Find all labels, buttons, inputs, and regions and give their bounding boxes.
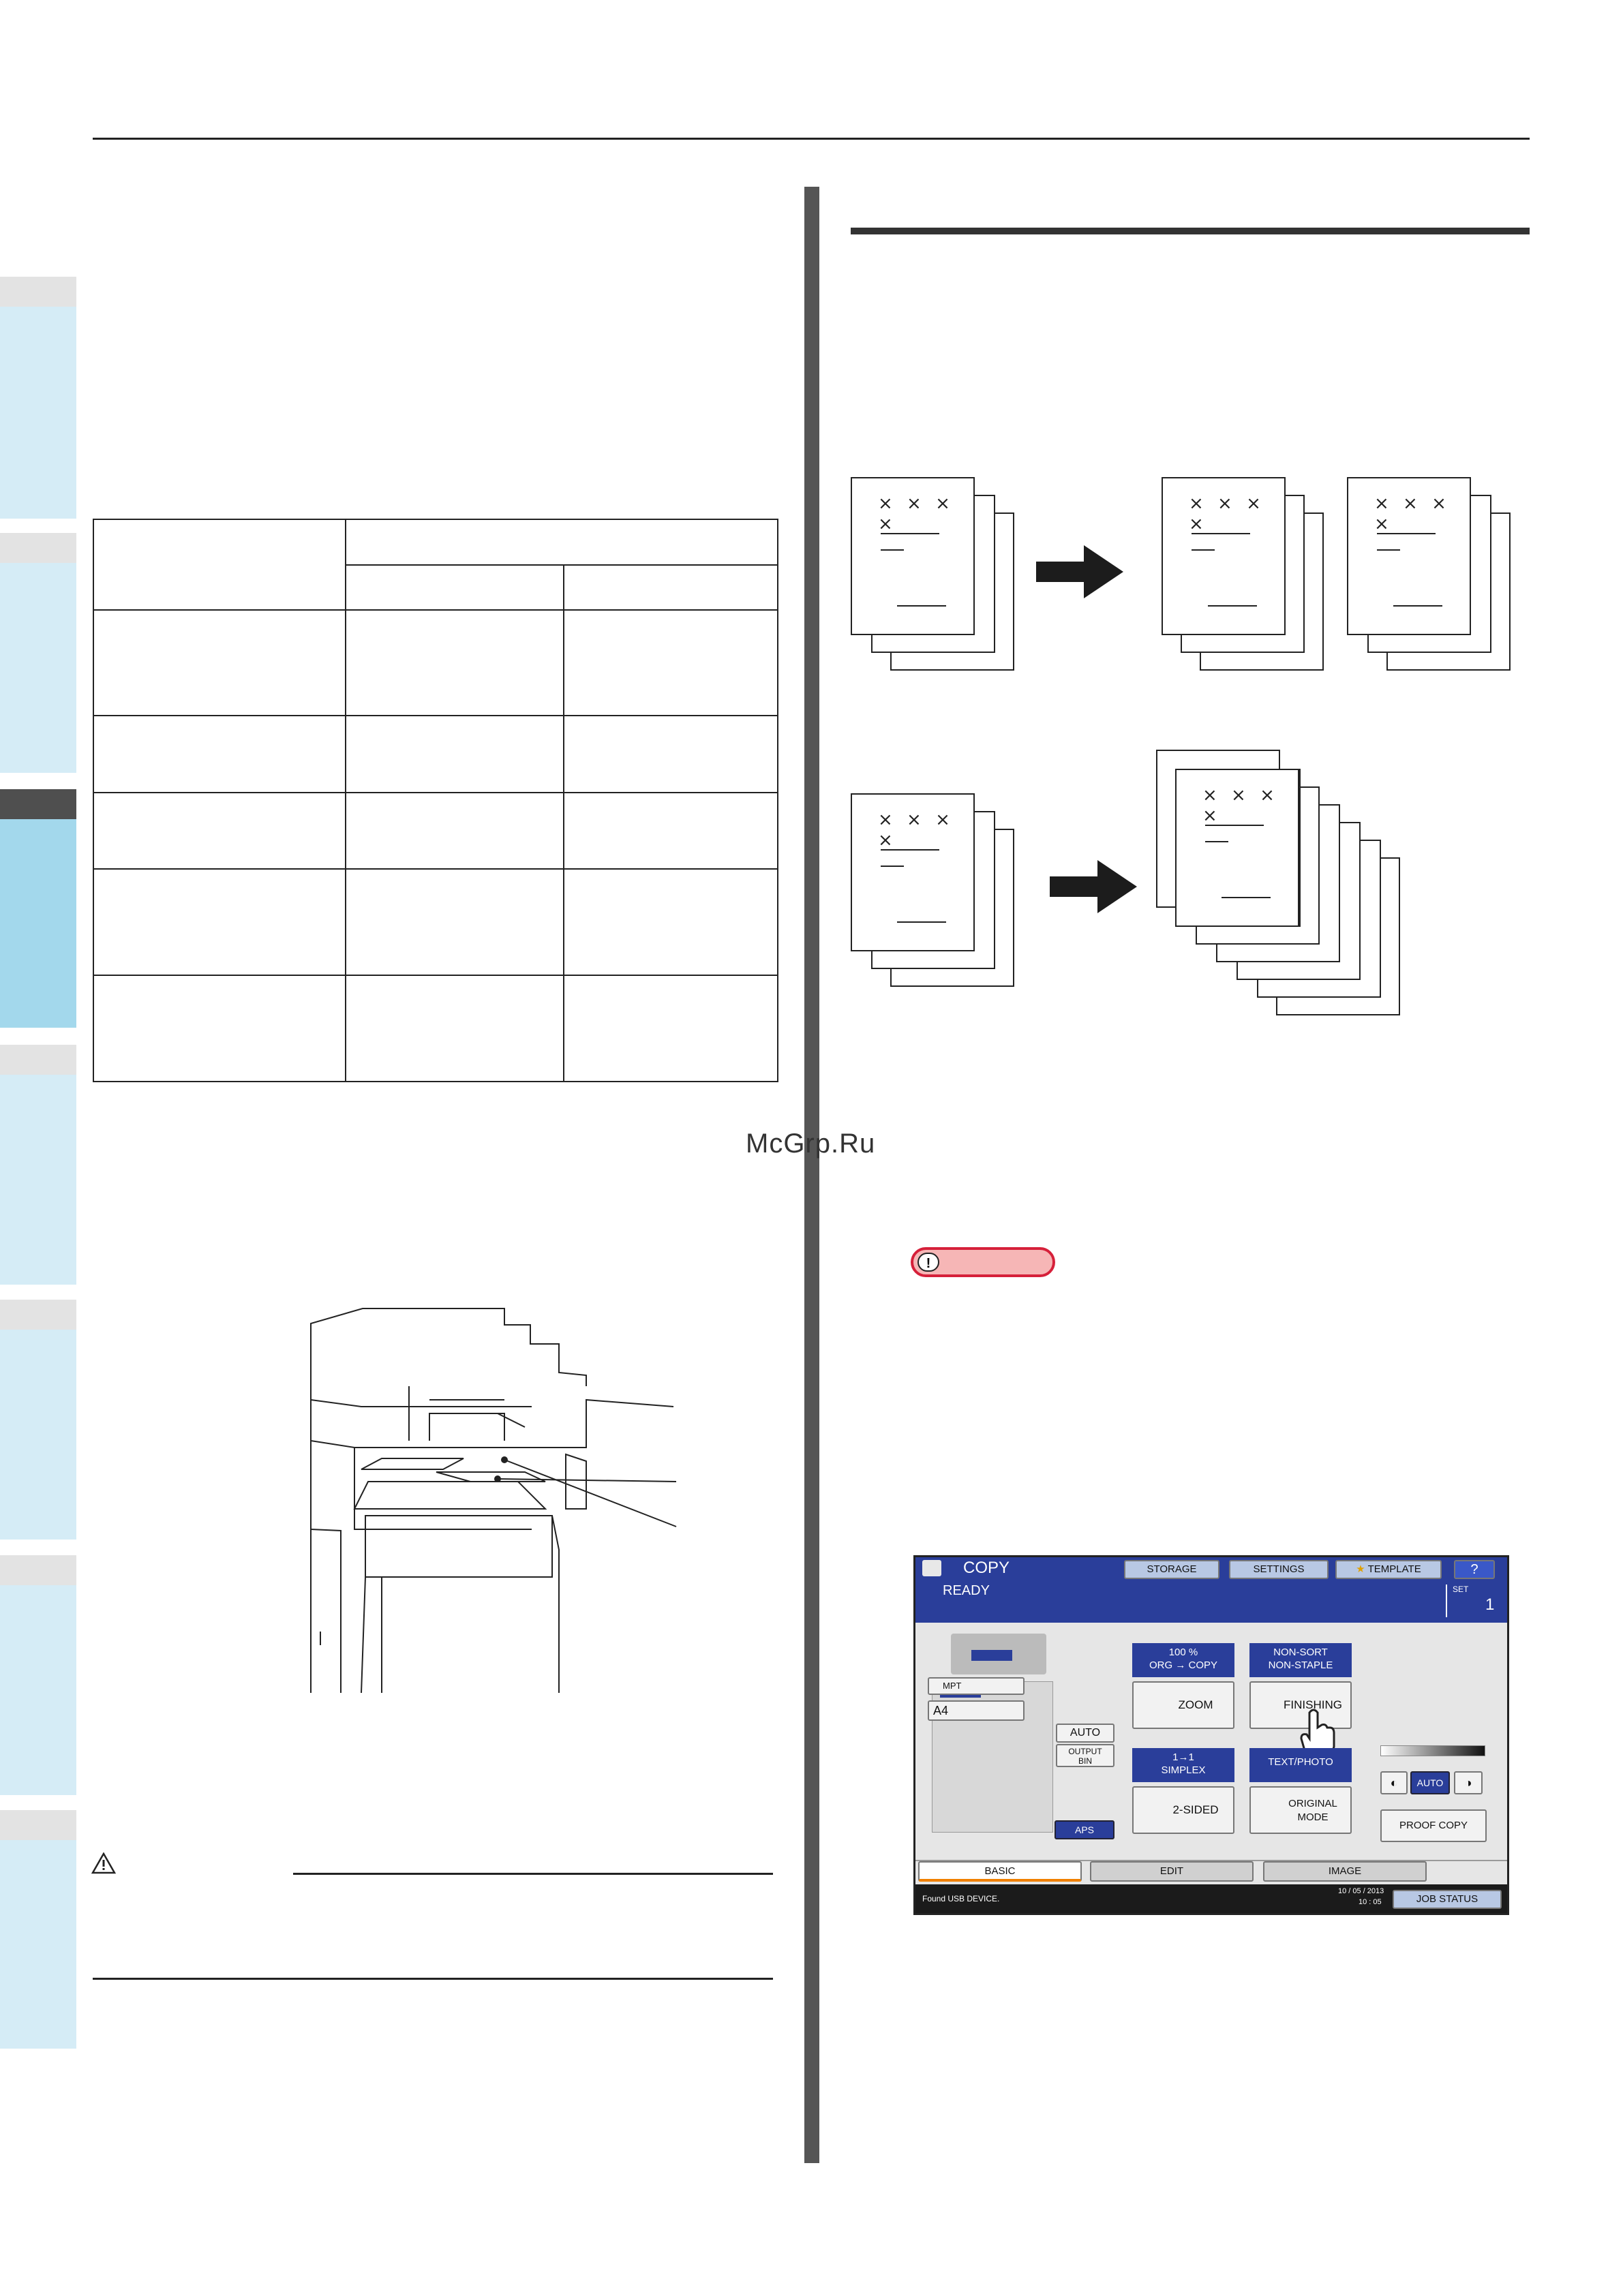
doc-sheet: × × × × (851, 477, 975, 635)
warning-icon (91, 1852, 116, 1874)
right-arrow-icon (1036, 545, 1123, 598)
mpt-tray[interactable]: MPT (928, 1677, 1025, 1695)
job-status-button[interactable]: JOB STATUS (1393, 1890, 1502, 1909)
storage-button[interactable]: STORAGE (1124, 1560, 1219, 1579)
density-auto-button[interactable]: AUTO (1410, 1771, 1450, 1794)
chapter-tab-2[interactable] (0, 533, 76, 773)
zoom-header: 100 %ORG → COPY (1132, 1643, 1234, 1677)
set-label: SET (1453, 1585, 1469, 1594)
footer-time: 10 : 05 (1359, 1898, 1382, 1906)
star-icon: ★ (1356, 1563, 1368, 1575)
status-text: READY (943, 1583, 990, 1598)
tab-basic[interactable]: BASIC (918, 1861, 1082, 1882)
section-heading-rule (851, 228, 1530, 234)
two-sided-button[interactable]: 2-SIDED (1132, 1786, 1234, 1834)
tab-image[interactable]: IMAGE (1263, 1861, 1427, 1882)
a4-tray[interactable]: A4 (928, 1700, 1025, 1721)
set-value: 1 (1485, 1595, 1495, 1614)
auto-output-button[interactable]: AUTO (1056, 1724, 1114, 1743)
chapter-tab-4[interactable] (0, 1045, 76, 1285)
spec-table (93, 519, 778, 1082)
copy-icon (922, 1560, 941, 1576)
copier-control-panel: COPY STORAGE SETTINGS ★ TEMPLATE ? READY… (913, 1555, 1509, 1915)
panel-title: COPY (963, 1559, 1010, 1577)
template-button[interactable]: ★ TEMPLATE (1335, 1560, 1442, 1579)
zoom-button[interactable]: ZOOM (1132, 1681, 1234, 1729)
doc-sheet: × × × × (1347, 477, 1471, 635)
copier-illustration (310, 1308, 677, 1694)
machine-image (924, 1634, 1060, 1835)
footer-message: Found USB DEVICE. (922, 1894, 1000, 1903)
aps-button[interactable]: APS (1055, 1820, 1114, 1839)
chapter-tab-7[interactable] (0, 1810, 76, 2049)
chapter-tab-6[interactable] (0, 1555, 76, 1795)
density-lighter-button[interactable]: ◐ (1380, 1771, 1408, 1794)
hand-pointer-icon (1300, 1709, 1335, 1762)
doc-sheet: × × × × (851, 793, 975, 951)
watermark: McGrp.Ru (746, 1129, 876, 1159)
finishing-button[interactable]: FINISHING (1249, 1681, 1352, 1729)
warning-bottom-rule (93, 1978, 773, 1980)
chapter-tab-3-active[interactable] (0, 789, 76, 1028)
density-scale (1380, 1745, 1485, 1756)
proof-copy-button[interactable]: PROOF COPY (1380, 1809, 1487, 1842)
tab-edit[interactable]: EDIT (1090, 1861, 1254, 1882)
set-divider (1446, 1585, 1447, 1617)
settings-button[interactable]: SETTINGS (1229, 1560, 1329, 1579)
column-divider (804, 187, 819, 2163)
density-darker-button[interactable]: ◑ (1454, 1771, 1483, 1794)
chapter-tab-5[interactable] (0, 1300, 76, 1540)
footer-date: 10 / 05 / 2013 (1338, 1887, 1384, 1895)
chapter-tab-1[interactable] (0, 277, 76, 519)
doc-sheet: × × × × (1175, 769, 1299, 927)
help-button[interactable]: ? (1454, 1560, 1495, 1579)
tab-strip (915, 1860, 1507, 1861)
status-bar (915, 1580, 1507, 1623)
right-arrow-icon (1050, 860, 1137, 913)
doc-sheet: × × × × (1162, 477, 1286, 635)
exclamation-icon: ! (917, 1253, 939, 1272)
warning-rule (293, 1873, 773, 1875)
original-mode-header: TEXT/PHOTO (1249, 1748, 1352, 1782)
header-rule (93, 138, 1530, 140)
note-badge: ! (911, 1247, 1055, 1277)
